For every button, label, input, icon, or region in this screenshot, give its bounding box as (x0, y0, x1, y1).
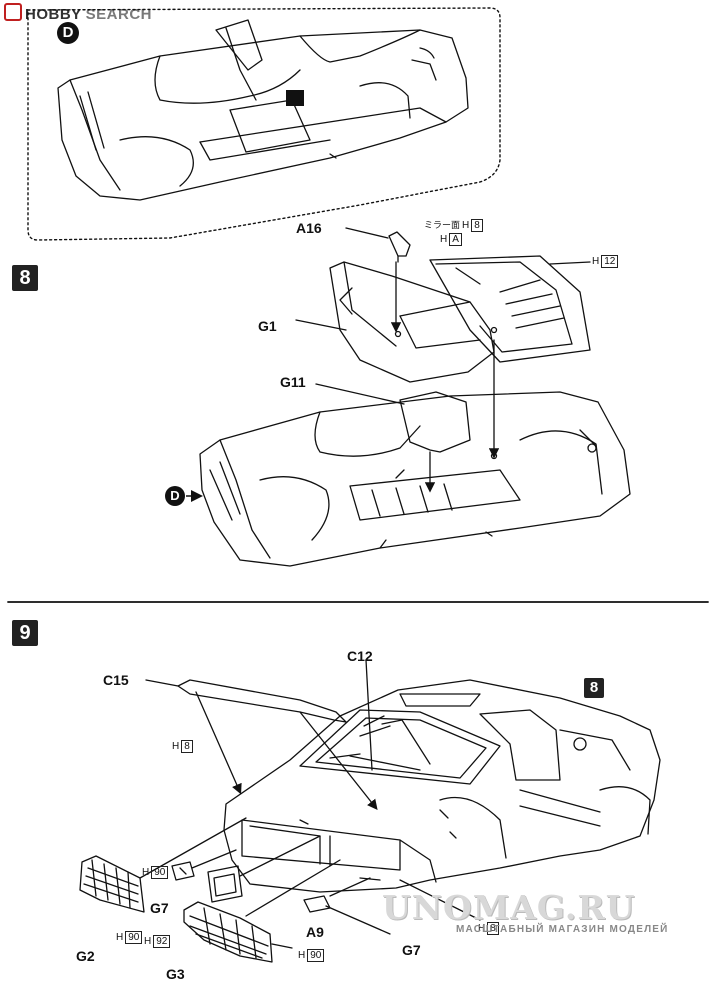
label-g11: G11 (280, 374, 306, 390)
logo-mark-icon (4, 3, 22, 21)
interior-tub-step8 (199, 391, 631, 567)
label-c12: C12 (347, 648, 373, 664)
label-a16: A16 (296, 220, 322, 236)
step-9-number: 9 (12, 620, 38, 646)
watermark-subtitle: МАСШТАБНЫЙ МАГАЗИН МОДЕЛЕЙ (456, 924, 669, 935)
part-g7-left (171, 861, 195, 881)
car-body-rear-view (223, 679, 661, 893)
label-a9: A9 (306, 924, 324, 940)
ref-step-8-badge: 8 (584, 678, 604, 698)
label-c15: C15 (103, 672, 129, 688)
interior-tub-top (57, 19, 469, 201)
callout-d-top: D (57, 22, 79, 44)
part-g3 (183, 859, 341, 963)
part-g7-right (303, 895, 331, 913)
label-g1: G1 (258, 318, 277, 334)
step-8-number: 8 (12, 265, 38, 291)
part-g11 (399, 391, 471, 453)
part-a9 (207, 865, 243, 903)
label-g7-right: G7 (402, 942, 421, 958)
part-g1-deck (295, 255, 591, 459)
label-g7-left: G7 (150, 900, 169, 916)
part-g2 (79, 817, 247, 913)
label-g2: G2 (76, 948, 95, 964)
subassembly-frame (27, 7, 501, 241)
label-g3: G3 (166, 966, 185, 982)
callout-d-side: D (165, 486, 185, 506)
watermark-unomag: UNOMAG.RU (382, 888, 636, 927)
part-a16 (388, 231, 411, 257)
part-c15-spoiler (145, 679, 378, 811)
